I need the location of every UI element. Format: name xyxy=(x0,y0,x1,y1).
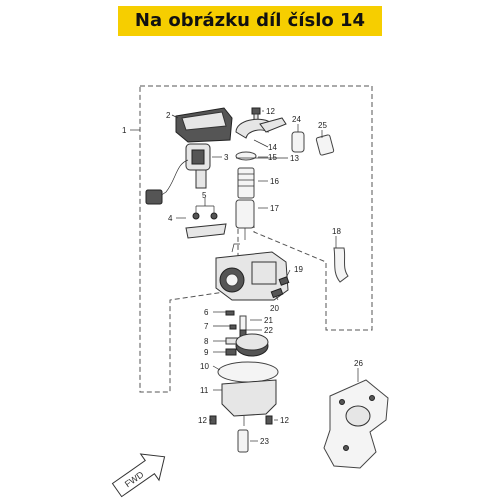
part-12-bottom-screws xyxy=(209,415,273,425)
callout-26: 26 xyxy=(354,359,363,368)
callout-15: 15 xyxy=(268,153,277,162)
banner-title: Na obrázku díl číslo 14 xyxy=(134,10,366,31)
part-float xyxy=(235,333,269,357)
part-2-cap xyxy=(175,107,233,143)
callout-4: 4 xyxy=(168,214,173,223)
part-17-needle xyxy=(235,199,255,240)
callout-16: 16 xyxy=(270,177,279,186)
part-18-vent-hose xyxy=(333,247,349,283)
callout-18: 18 xyxy=(332,227,341,236)
part-15-oring xyxy=(235,151,257,161)
callout-12-top: 12 xyxy=(266,107,275,116)
callout-23: 23 xyxy=(260,437,269,446)
callout-17: 17 xyxy=(270,204,279,213)
part-20-screw xyxy=(270,287,284,299)
part-21-jet xyxy=(239,315,247,331)
callout-10: 10 xyxy=(200,362,209,371)
callout-19: 19 xyxy=(294,265,303,274)
callout-12-bottom-right: 12 xyxy=(280,416,289,425)
part-10-gasket xyxy=(217,361,279,383)
part-7-pin xyxy=(229,324,237,330)
callout-6: 6 xyxy=(204,308,209,317)
part-9-clip xyxy=(225,348,237,356)
callout-13: 13 xyxy=(290,154,299,163)
part-23-drain-hose xyxy=(237,429,249,453)
fwd-arrow-icon: FWD xyxy=(111,453,166,498)
assembly-boundary xyxy=(139,85,373,393)
part-25-tube xyxy=(315,134,335,156)
callout-3: 3 xyxy=(224,153,229,162)
part-14-elbow-hose xyxy=(235,117,287,139)
callout-1: 1 xyxy=(122,126,127,135)
callout-2: 2 xyxy=(166,111,171,120)
part-24-pin xyxy=(291,131,305,153)
part-16-slide xyxy=(237,167,255,199)
callout-24: 24 xyxy=(292,115,301,124)
callout-8: 8 xyxy=(204,337,209,346)
part-3-starter xyxy=(145,143,211,205)
callout-14: 14 xyxy=(268,143,277,152)
callout-7: 7 xyxy=(204,322,209,331)
part-19-screw xyxy=(278,276,290,286)
callout-20: 20 xyxy=(270,304,279,313)
callout-5: 5 xyxy=(202,191,207,200)
part-6-screw xyxy=(225,310,235,316)
callout-11: 11 xyxy=(200,386,209,395)
callout-21: 21 xyxy=(264,316,273,325)
leader-lines xyxy=(130,110,359,442)
part-4-bracket xyxy=(185,200,227,239)
callout-25: 25 xyxy=(318,121,327,130)
part-11-float-bowl xyxy=(221,379,277,426)
callout-22: 22 xyxy=(264,326,273,335)
title-banner: Na obrázku díl číslo 14 xyxy=(118,6,382,36)
part-26-intake-manifold xyxy=(323,379,389,469)
callout-9: 9 xyxy=(204,348,209,357)
callout-12-bottom-left: 12 xyxy=(198,416,207,425)
